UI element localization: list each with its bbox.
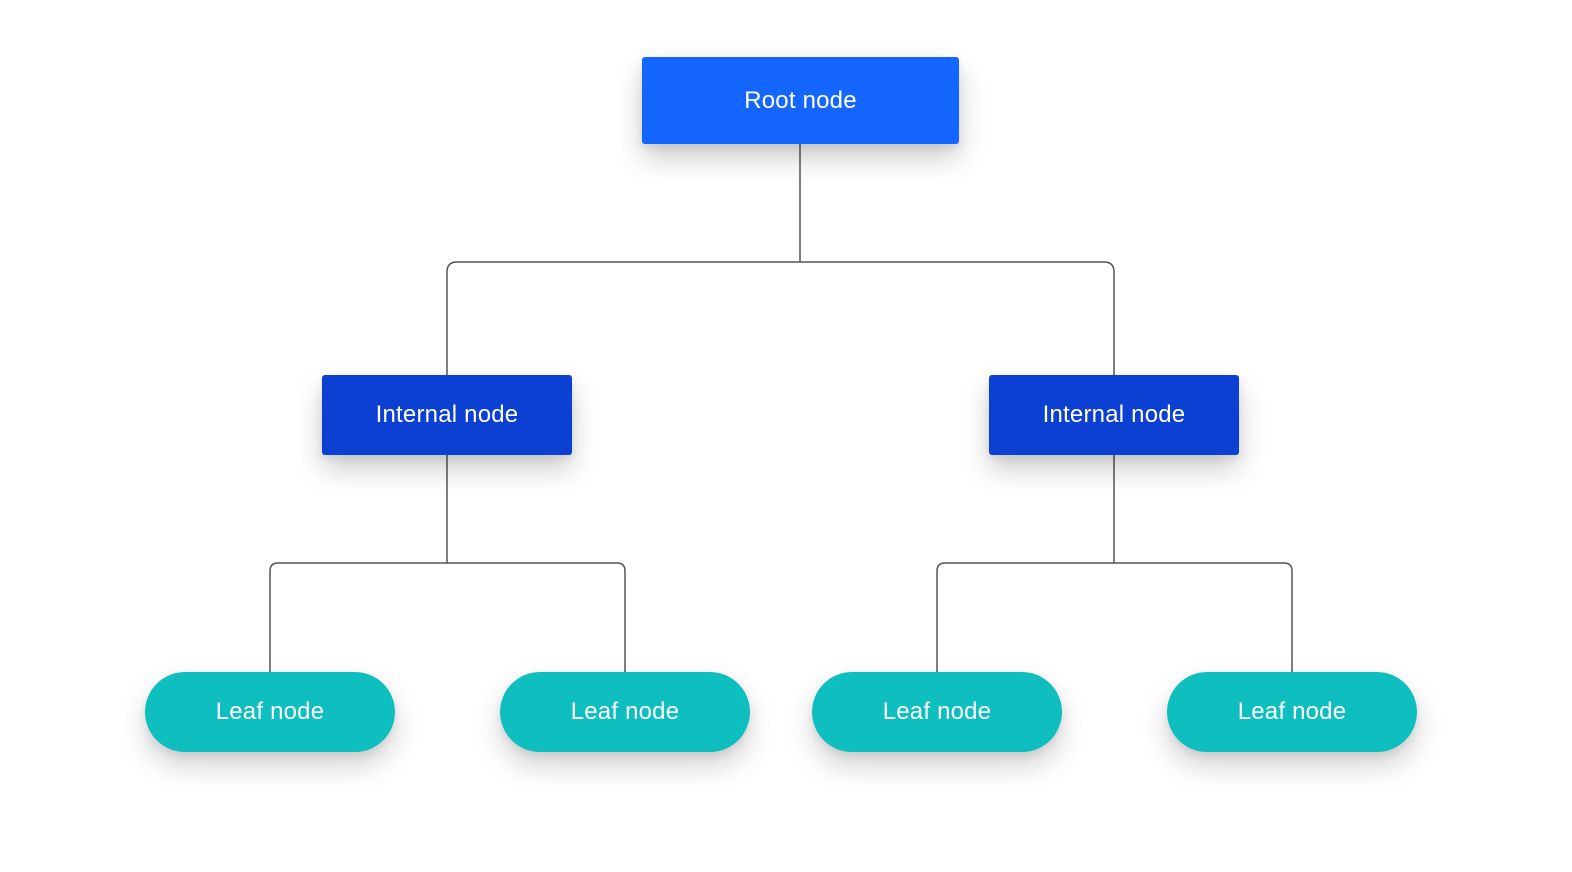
internal-node-left: Internal node xyxy=(322,375,572,455)
leaf-node-label: Leaf node xyxy=(215,698,325,725)
leaf-node-label: Leaf node xyxy=(1237,698,1347,725)
edge-internal-left-to-leaf-2 xyxy=(447,562,626,672)
edge-internal-right-to-leaf-4 xyxy=(1114,562,1293,672)
leaf-node-label: Leaf node xyxy=(882,698,992,725)
root-node: Root node xyxy=(642,57,959,144)
leaf-node-1: Leaf node xyxy=(145,672,395,752)
internal-node-label: Internal node xyxy=(375,401,519,428)
edge-root-to-internal-right xyxy=(800,261,1115,375)
edge-root-to-internal-left xyxy=(446,144,801,375)
internal-node-label: Internal node xyxy=(1042,401,1186,428)
edge-internal-left-to-leaf-1 xyxy=(269,455,448,672)
root-node-label: Root node xyxy=(744,86,857,114)
leaf-node-4: Leaf node xyxy=(1167,672,1417,752)
leaf-node-2: Leaf node xyxy=(500,672,750,752)
edge-internal-right-to-leaf-3 xyxy=(936,455,1115,672)
internal-node-right: Internal node xyxy=(989,375,1239,455)
leaf-node-label: Leaf node xyxy=(570,698,680,725)
leaf-node-3: Leaf node xyxy=(812,672,1062,752)
